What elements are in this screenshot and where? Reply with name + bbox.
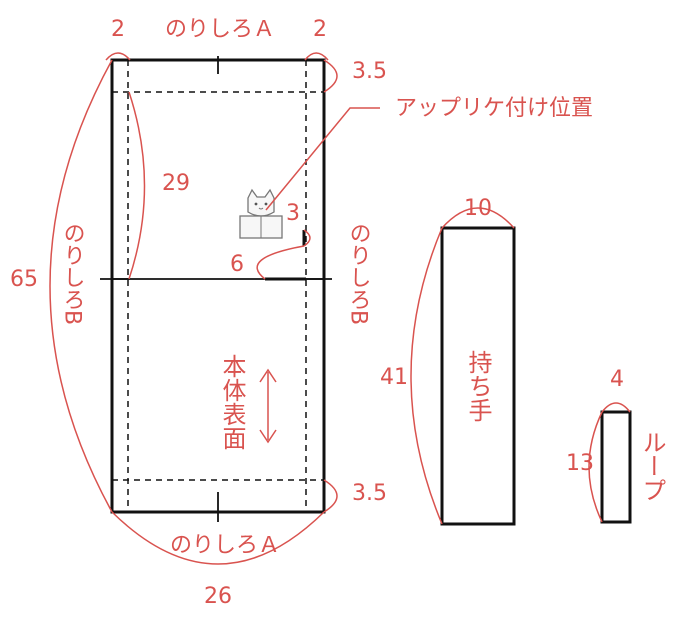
top-3-5-label: 3.5 bbox=[352, 59, 387, 84]
bottom-3-5-label: 3.5 bbox=[352, 481, 387, 506]
upper-height-arc bbox=[128, 91, 146, 280]
handle-height-label: 41 bbox=[380, 365, 408, 390]
handle-label: 持ち手 bbox=[464, 350, 492, 422]
applique-vertical-arc bbox=[303, 229, 311, 247]
left-seam-allowance-b-label: のりしろB bbox=[60, 222, 85, 325]
handle-width-label: 10 bbox=[464, 196, 492, 221]
upper-height-label: 29 bbox=[162, 171, 190, 196]
handle-width-arc bbox=[441, 207, 515, 229]
total-height-label: 65 bbox=[10, 267, 38, 292]
body-front-label: 本体表面 bbox=[218, 354, 246, 450]
cat-applique-icon bbox=[239, 188, 283, 239]
dimension-lines bbox=[49, 52, 631, 565]
applique-position-label: アップリケ付け位置 bbox=[395, 96, 593, 121]
applique-horizontal-label: 6 bbox=[230, 252, 244, 277]
applique-horizontal-arc bbox=[256, 245, 305, 280]
top-right-2-label: 2 bbox=[313, 17, 327, 42]
loop-height-label: 13 bbox=[566, 451, 594, 476]
handle-piece bbox=[440, 226, 516, 526]
total-width-arc bbox=[111, 511, 325, 565]
top-3-5-arc bbox=[323, 59, 338, 93]
handle-outline bbox=[440, 226, 516, 526]
total-width-label: 26 bbox=[204, 584, 232, 609]
loop-width-label: 4 bbox=[610, 367, 624, 392]
top-left-2-label: 2 bbox=[111, 17, 125, 42]
handle-height-arc bbox=[410, 227, 443, 525]
body-panel bbox=[100, 56, 332, 522]
bottom-seam-allowance-a-label: のりしろＡ bbox=[170, 533, 280, 558]
loop-width-arc bbox=[601, 402, 631, 413]
loop-outline bbox=[600, 410, 632, 524]
top-left-2-arc bbox=[105, 52, 131, 61]
total-height-arc bbox=[49, 59, 113, 513]
top-seam-allowance-a-label: のりしろＡ bbox=[165, 17, 275, 42]
body-direction-arrow-head-bottom bbox=[259, 429, 277, 444]
loop-height-arc bbox=[588, 411, 603, 523]
body-direction-arrow-head-top bbox=[259, 368, 277, 383]
right-seam-allowance-b-label: のりしろB bbox=[346, 222, 371, 325]
applique-leader-line bbox=[265, 107, 380, 211]
top-right-2-arc bbox=[304, 52, 329, 61]
loop-piece bbox=[600, 410, 632, 524]
applique-vertical-label: 3 bbox=[286, 201, 300, 226]
labels: 2 のりしろＡ 2 3.5 アップリケ付け位置 29 3 6 65 26 のりし… bbox=[10, 17, 666, 609]
bottom-3-5-arc bbox=[323, 479, 338, 513]
loop-label: ループ bbox=[638, 430, 666, 502]
